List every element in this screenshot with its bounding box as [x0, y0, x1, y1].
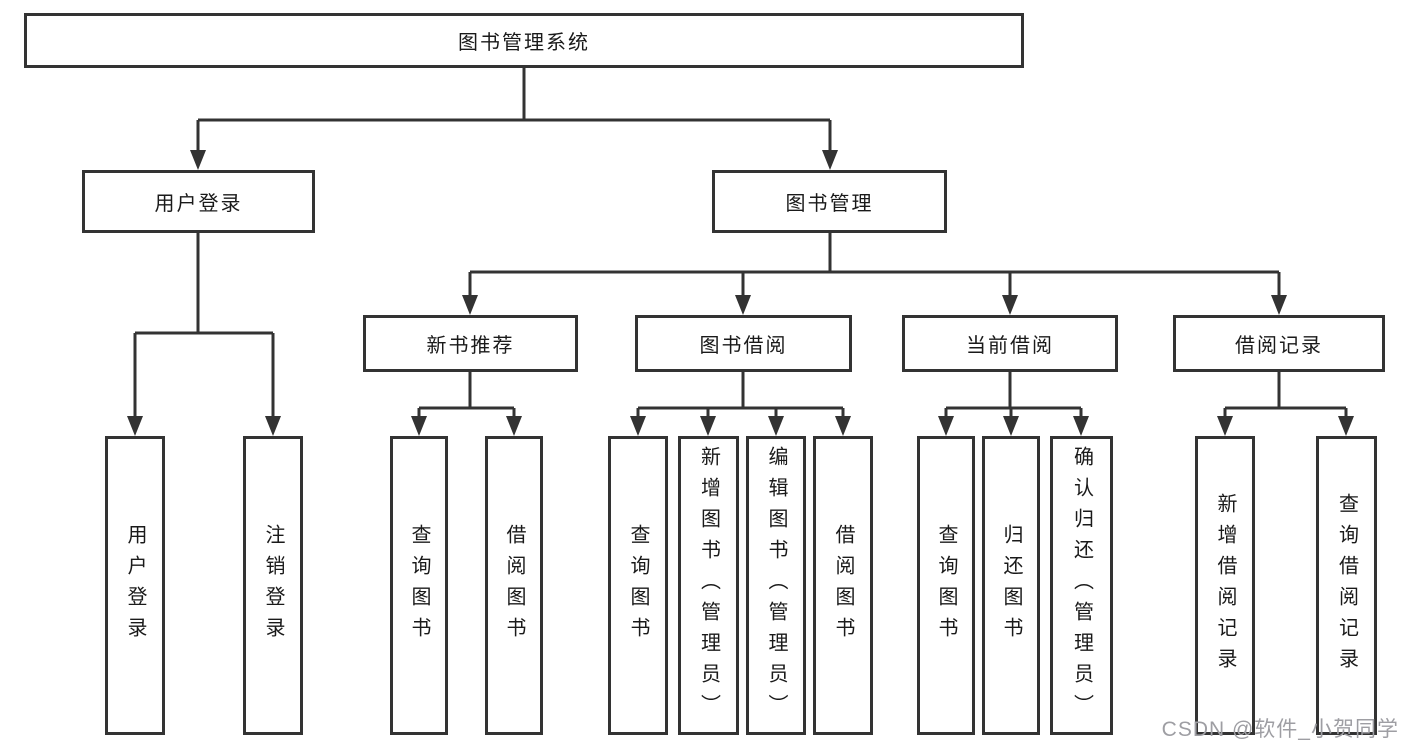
node-label: 编辑图书（管理员）: [765, 446, 787, 725]
node-book-management: 图书管理: [712, 170, 947, 233]
node-label: 图书管理: [785, 193, 874, 215]
node-leaf-borrow-edit-books-admin: 编辑图书（管理员）: [746, 436, 806, 735]
node-borrowing-records: 借阅记录: [1173, 315, 1385, 372]
node-leaf-user-login: 用户登录: [105, 436, 165, 735]
node-root-library-system: 图书管理系统: [24, 13, 1024, 68]
node-label: 查询图书: [408, 523, 430, 648]
node-label: 新书推荐: [426, 335, 515, 357]
node-leaf-newrec-query-books: 查询图书: [390, 436, 448, 735]
node-label: 图书借阅: [699, 335, 788, 357]
node-leaf-borrow-borrow-books: 借阅图书: [813, 436, 873, 735]
node-label: 借阅图书: [503, 523, 525, 648]
node-leaf-current-return-books: 归还图书: [982, 436, 1040, 735]
node-leaf-borrow-add-books-admin: 新增图书（管理员）: [678, 436, 739, 735]
node-label: 借阅记录: [1235, 335, 1323, 357]
node-current-borrowing: 当前借阅: [902, 315, 1118, 372]
node-label: 注销登录: [262, 523, 284, 648]
node-leaf-newrec-borrow-books: 借阅图书: [485, 436, 543, 735]
node-new-book-recommend: 新书推荐: [363, 315, 578, 372]
node-label: 查询图书: [935, 523, 957, 648]
node-leaf-current-confirm-return-admin: 确认归还（管理员）: [1050, 436, 1113, 735]
node-label: 查询借阅记录: [1335, 492, 1358, 679]
node-label: 图书管理系统: [458, 32, 590, 54]
node-leaf-borrow-query-books: 查询图书: [608, 436, 668, 735]
node-leaf-records-query-record: 查询借阅记录: [1316, 436, 1377, 735]
node-label: 确认归还（管理员）: [1070, 446, 1093, 725]
node-user-login: 用户登录: [82, 170, 315, 233]
node-label: 借阅图书: [832, 523, 854, 648]
node-label: 用户登录: [154, 193, 243, 215]
node-leaf-logout: 注销登录: [243, 436, 303, 735]
node-label: 新增图书（管理员）: [697, 446, 720, 725]
node-book-borrowing: 图书借阅: [635, 315, 852, 372]
node-leaf-records-add-record: 新增借阅记录: [1195, 436, 1255, 735]
node-label: 新增借阅记录: [1214, 492, 1236, 679]
node-label: 查询图书: [627, 523, 649, 648]
node-leaf-current-query-books: 查询图书: [917, 436, 975, 735]
node-label: 归还图书: [1000, 523, 1022, 648]
node-label: 当前借阅: [966, 335, 1054, 357]
node-label: 用户登录: [124, 523, 146, 648]
